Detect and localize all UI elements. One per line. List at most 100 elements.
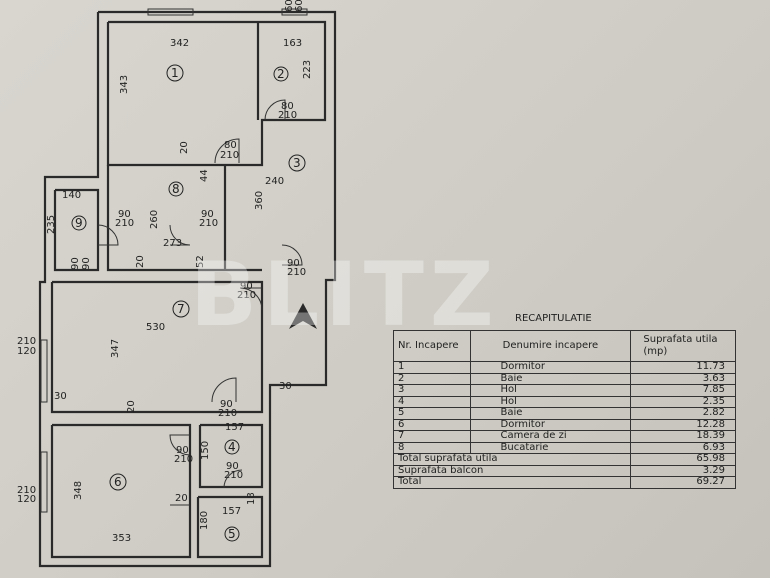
dimension: 210: [17, 485, 36, 496]
cell-nr: 3: [393, 384, 471, 397]
cell-area: 2.35: [630, 395, 736, 408]
door-hol-4: [211, 377, 237, 403]
dimension: 80: [224, 140, 237, 151]
wall-hall-4: [198, 423, 264, 489]
dimension: 210: [224, 470, 243, 481]
dimension: 360: [254, 191, 265, 210]
cell-nr: 7: [393, 430, 471, 443]
dimension: 90: [220, 399, 233, 410]
room-number-1: 1: [171, 66, 179, 80]
cell-area: 11.73: [630, 361, 736, 374]
cell-nr: 4: [393, 395, 471, 408]
total-area: 3.29: [630, 464, 736, 477]
cell-nr: 6: [393, 418, 471, 431]
cell-nr: 1: [393, 361, 471, 374]
recap-header-row: Nr. Incapere Denumire incapere Suprafata…: [393, 330, 736, 362]
dimension: 150: [200, 441, 211, 460]
dimension: 210: [115, 218, 134, 229]
room-circle: [168, 181, 184, 197]
room-labels: 1 2 3 4 5 6 7 8 9: [71, 64, 306, 542]
dimension-labels: 342 163 343 223 80 210 20 80 210 44 240 …: [17, 0, 313, 544]
cell-nr: 2: [393, 372, 471, 385]
dimension: 90: [201, 209, 214, 220]
cell-area: 2.82: [630, 407, 736, 420]
dimension: 240: [265, 176, 284, 187]
dimension: 20: [179, 141, 190, 154]
dimension: 210: [174, 454, 193, 465]
dimension: 210: [237, 290, 256, 301]
room-number-6: 6: [114, 475, 122, 489]
room-number-7: 7: [177, 302, 185, 316]
header-nr: Nr. Incapere: [393, 330, 471, 362]
dimension: 260: [149, 210, 160, 229]
dimension: 90: [118, 209, 131, 220]
dimension: 90: [240, 281, 253, 292]
outer-wall: [38, 10, 337, 568]
dimension: 120: [17, 494, 36, 505]
dimension: 348: [73, 481, 84, 500]
north-arrow-icon: [289, 303, 317, 329]
dimension: 20: [175, 493, 188, 504]
room-number-5: 5: [228, 527, 236, 541]
dimension: 90: [70, 257, 81, 270]
dimension: 52: [195, 255, 206, 268]
cell-nr: 5: [393, 407, 471, 420]
dimension: 273: [163, 238, 182, 249]
door-bath-5: [223, 469, 243, 489]
window-bedroom: [40, 451, 48, 513]
cell-name: Camera de zi: [469, 430, 632, 443]
wall-bath-5: [196, 495, 264, 559]
window-top: [147, 8, 194, 16]
dimension: 342: [170, 38, 189, 49]
wall-living: [50, 280, 264, 414]
dimension: 210: [287, 267, 306, 278]
dimension: 210: [278, 110, 297, 121]
dimension: 30: [54, 391, 67, 402]
dimension: 90: [287, 258, 300, 269]
header-area: Suprafata utila (mp): [630, 330, 736, 362]
total-area: 65.98: [630, 453, 736, 466]
dimension: 18: [246, 492, 257, 505]
room-circle: [224, 439, 240, 455]
watermark: BLITZ: [190, 243, 500, 346]
door-bedroom-6: [169, 434, 191, 456]
cell-name: Baie: [469, 407, 632, 420]
cell-area: 6.93: [630, 441, 736, 454]
cell-name: Dormitor: [469, 361, 632, 374]
dimension: 210: [218, 408, 237, 419]
room-circle: [172, 300, 190, 318]
room-circle: [288, 154, 306, 172]
door-bath-2: [264, 99, 286, 121]
dimension: 157: [222, 506, 241, 517]
window-living: [40, 339, 48, 403]
dimension: 180: [199, 511, 210, 530]
wall-kitchen: [106, 165, 262, 272]
door-hol-3: [281, 244, 303, 266]
cell-name: Bucatarie: [469, 441, 632, 454]
wall-bedroom-6: [50, 423, 192, 559]
room-number-8: 8: [172, 182, 180, 196]
room-circle: [71, 215, 87, 231]
total-label: Total: [392, 476, 632, 489]
cell-area: 18.39: [630, 430, 736, 443]
header-name: Denumire incapere: [469, 330, 632, 362]
total-label: Suprafata balcon: [392, 464, 632, 477]
door-room-9: [97, 224, 119, 246]
door-living: [239, 287, 263, 311]
dimension: 120: [17, 346, 36, 357]
dimension: 60: [284, 0, 295, 12]
room-circle: [224, 526, 240, 542]
cell-name: Hol: [469, 395, 632, 408]
dimension: 90: [81, 257, 92, 270]
dimension: 90: [176, 445, 189, 456]
dimension: 163: [283, 38, 302, 49]
